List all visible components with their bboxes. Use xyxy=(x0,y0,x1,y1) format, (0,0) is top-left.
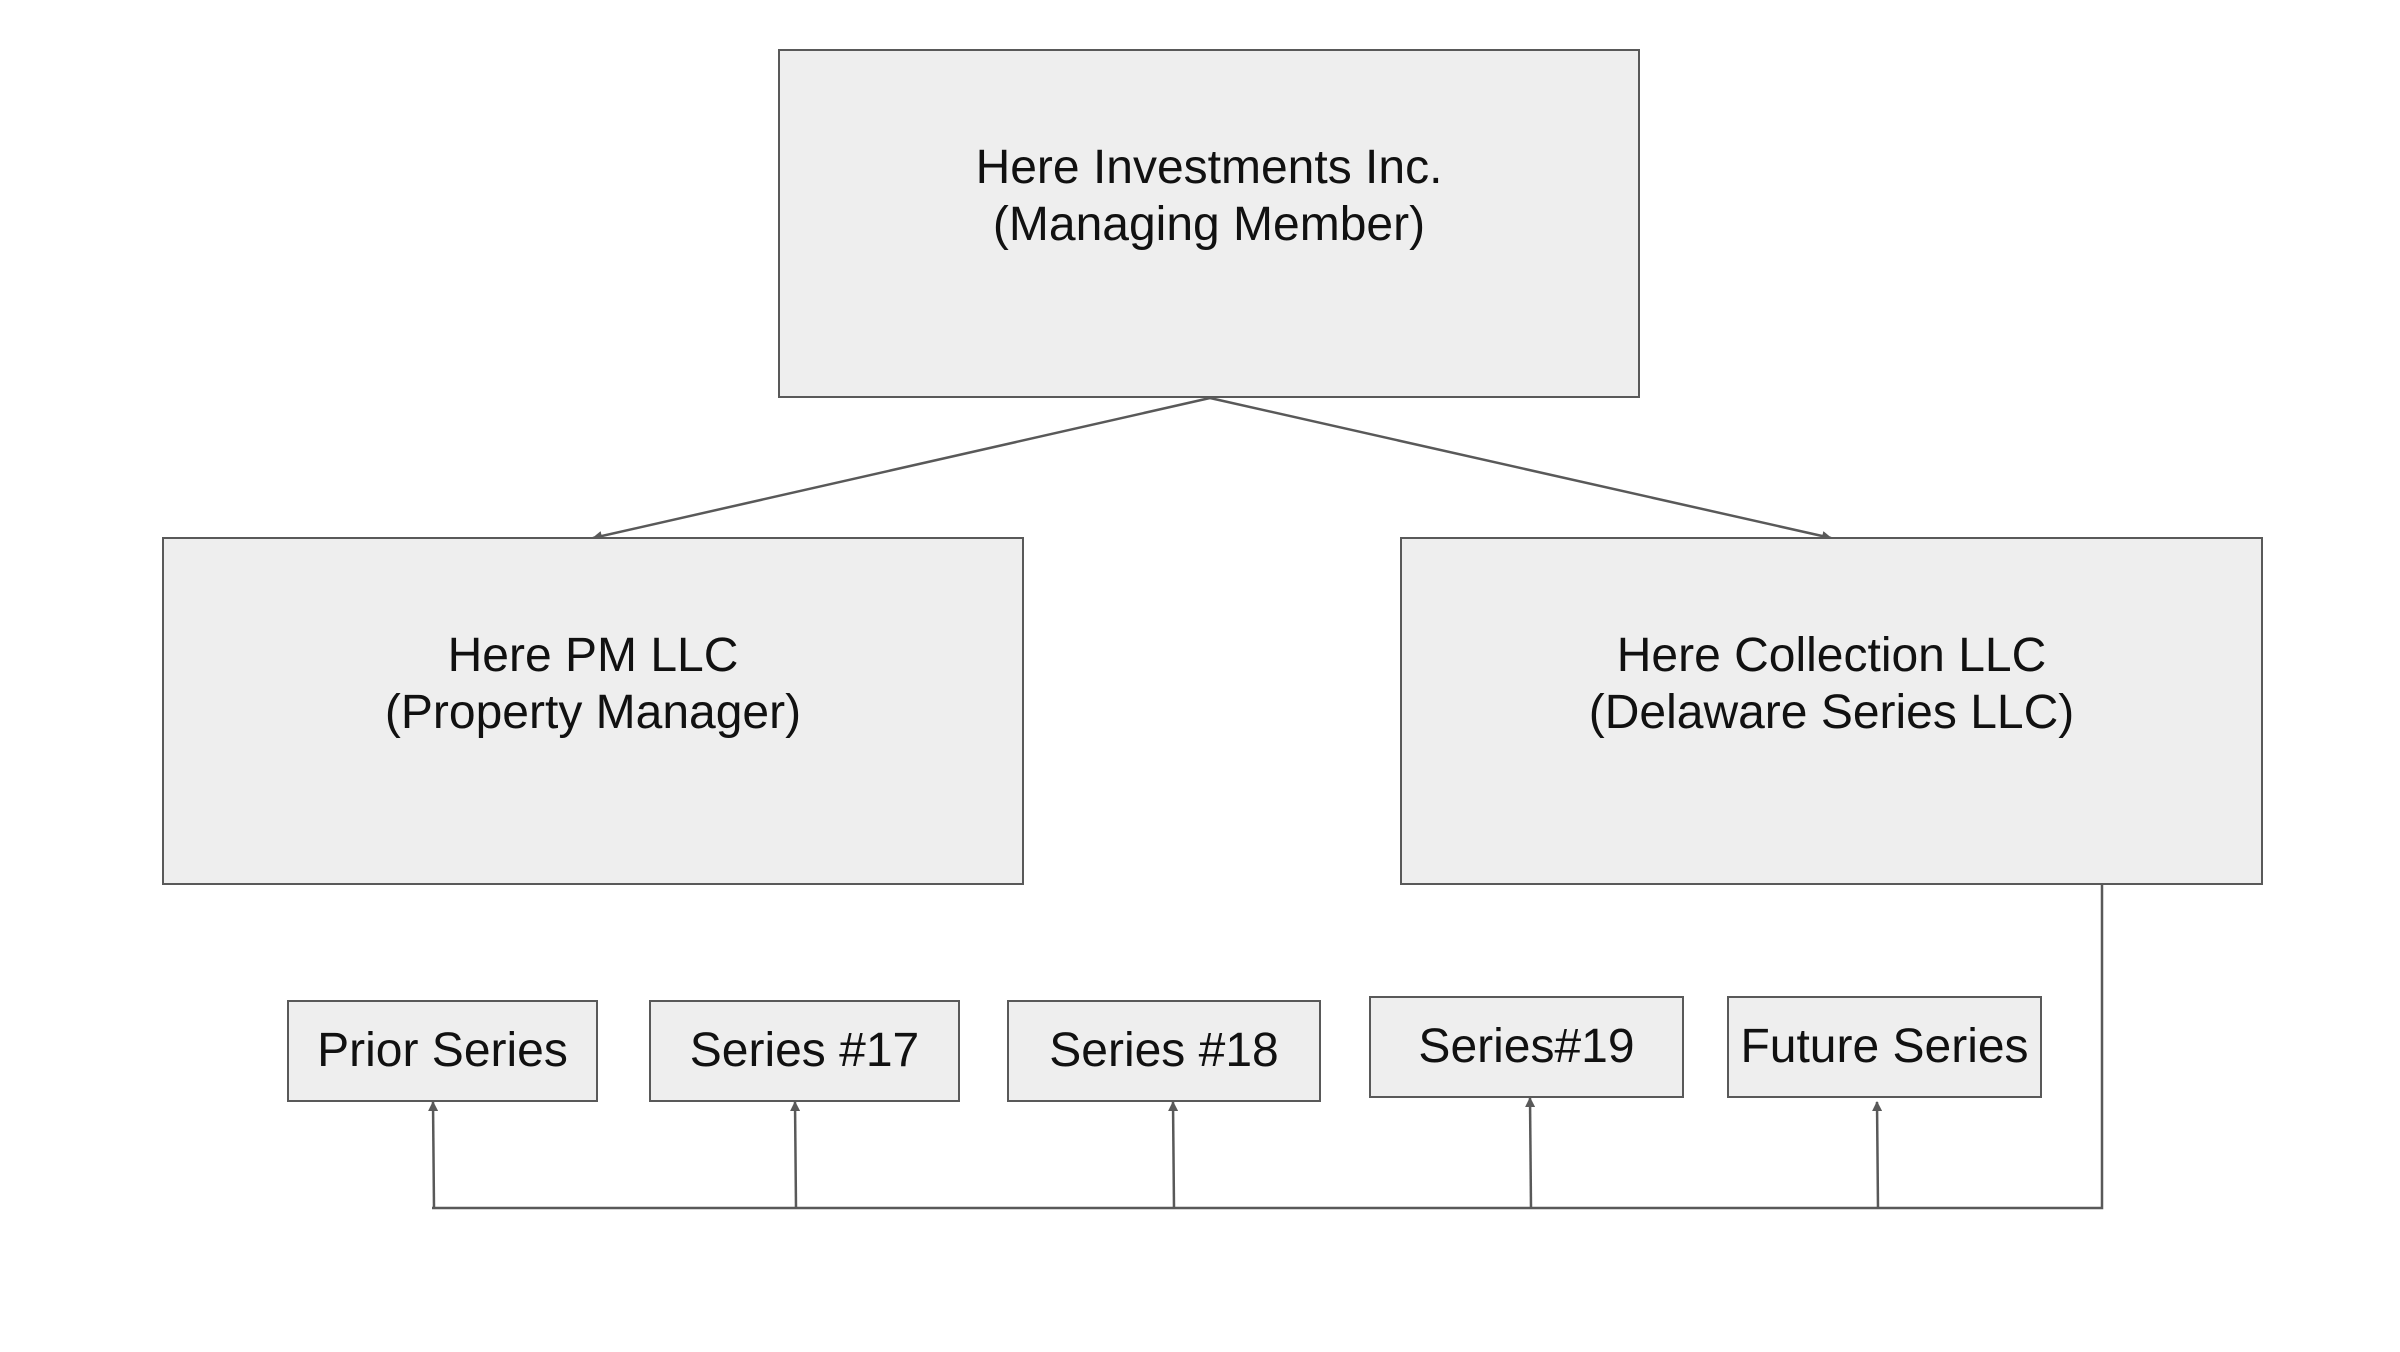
managing-member-label: Here Investments Inc. (Managing Member) xyxy=(780,139,1638,253)
series-label: Series #18 xyxy=(1049,1024,1279,1077)
series-box-17: Series #17 xyxy=(649,1000,960,1102)
edge-bus-to-future-series xyxy=(1872,1101,1883,1209)
managing-member-role: (Managing Member) xyxy=(992,198,1426,251)
series-box-18: Series #18 xyxy=(1007,1000,1321,1102)
series-label: Series #17 xyxy=(689,1024,920,1077)
series-box-future: Future Series xyxy=(1727,996,2042,1098)
managing-member-box: Here Investments Inc. (Managing Member) xyxy=(778,49,1640,398)
collection-name: Here Collection LLC xyxy=(1616,629,2047,682)
series-box-19: Series#19 xyxy=(1369,996,1684,1098)
property-manager-name: Here PM LLC xyxy=(447,629,739,682)
property-manager-role: (Property Manager) xyxy=(384,686,802,739)
edge-bus-to-prior-series xyxy=(428,1101,439,1209)
edge-bus-to-series-19 xyxy=(1525,1097,1536,1209)
edge-bus-to-series-18 xyxy=(1168,1101,1179,1209)
series-label: Prior Series xyxy=(317,1024,568,1077)
property-manager-label: Here PM LLC (Property Manager) xyxy=(164,627,1022,741)
series-label: Series#19 xyxy=(1418,1020,1635,1073)
edge-managing-to-collection xyxy=(1209,396,1832,541)
managing-member-name: Here Investments Inc. xyxy=(975,141,1443,194)
collection-role: (Delaware Series LLC) xyxy=(1588,686,2075,739)
edge-managing-to-pm xyxy=(592,396,1211,541)
property-manager-box: Here PM LLC (Property Manager) xyxy=(162,537,1024,885)
collection-box: Here Collection LLC (Delaware Series LLC… xyxy=(1400,537,2263,885)
edge-collection-bus xyxy=(432,885,2104,1210)
collection-label: Here Collection LLC (Delaware Series LLC… xyxy=(1402,627,2261,741)
series-box-prior: Prior Series xyxy=(287,1000,598,1102)
edge-bus-to-series-17 xyxy=(790,1101,801,1209)
series-label: Future Series xyxy=(1740,1020,2029,1073)
